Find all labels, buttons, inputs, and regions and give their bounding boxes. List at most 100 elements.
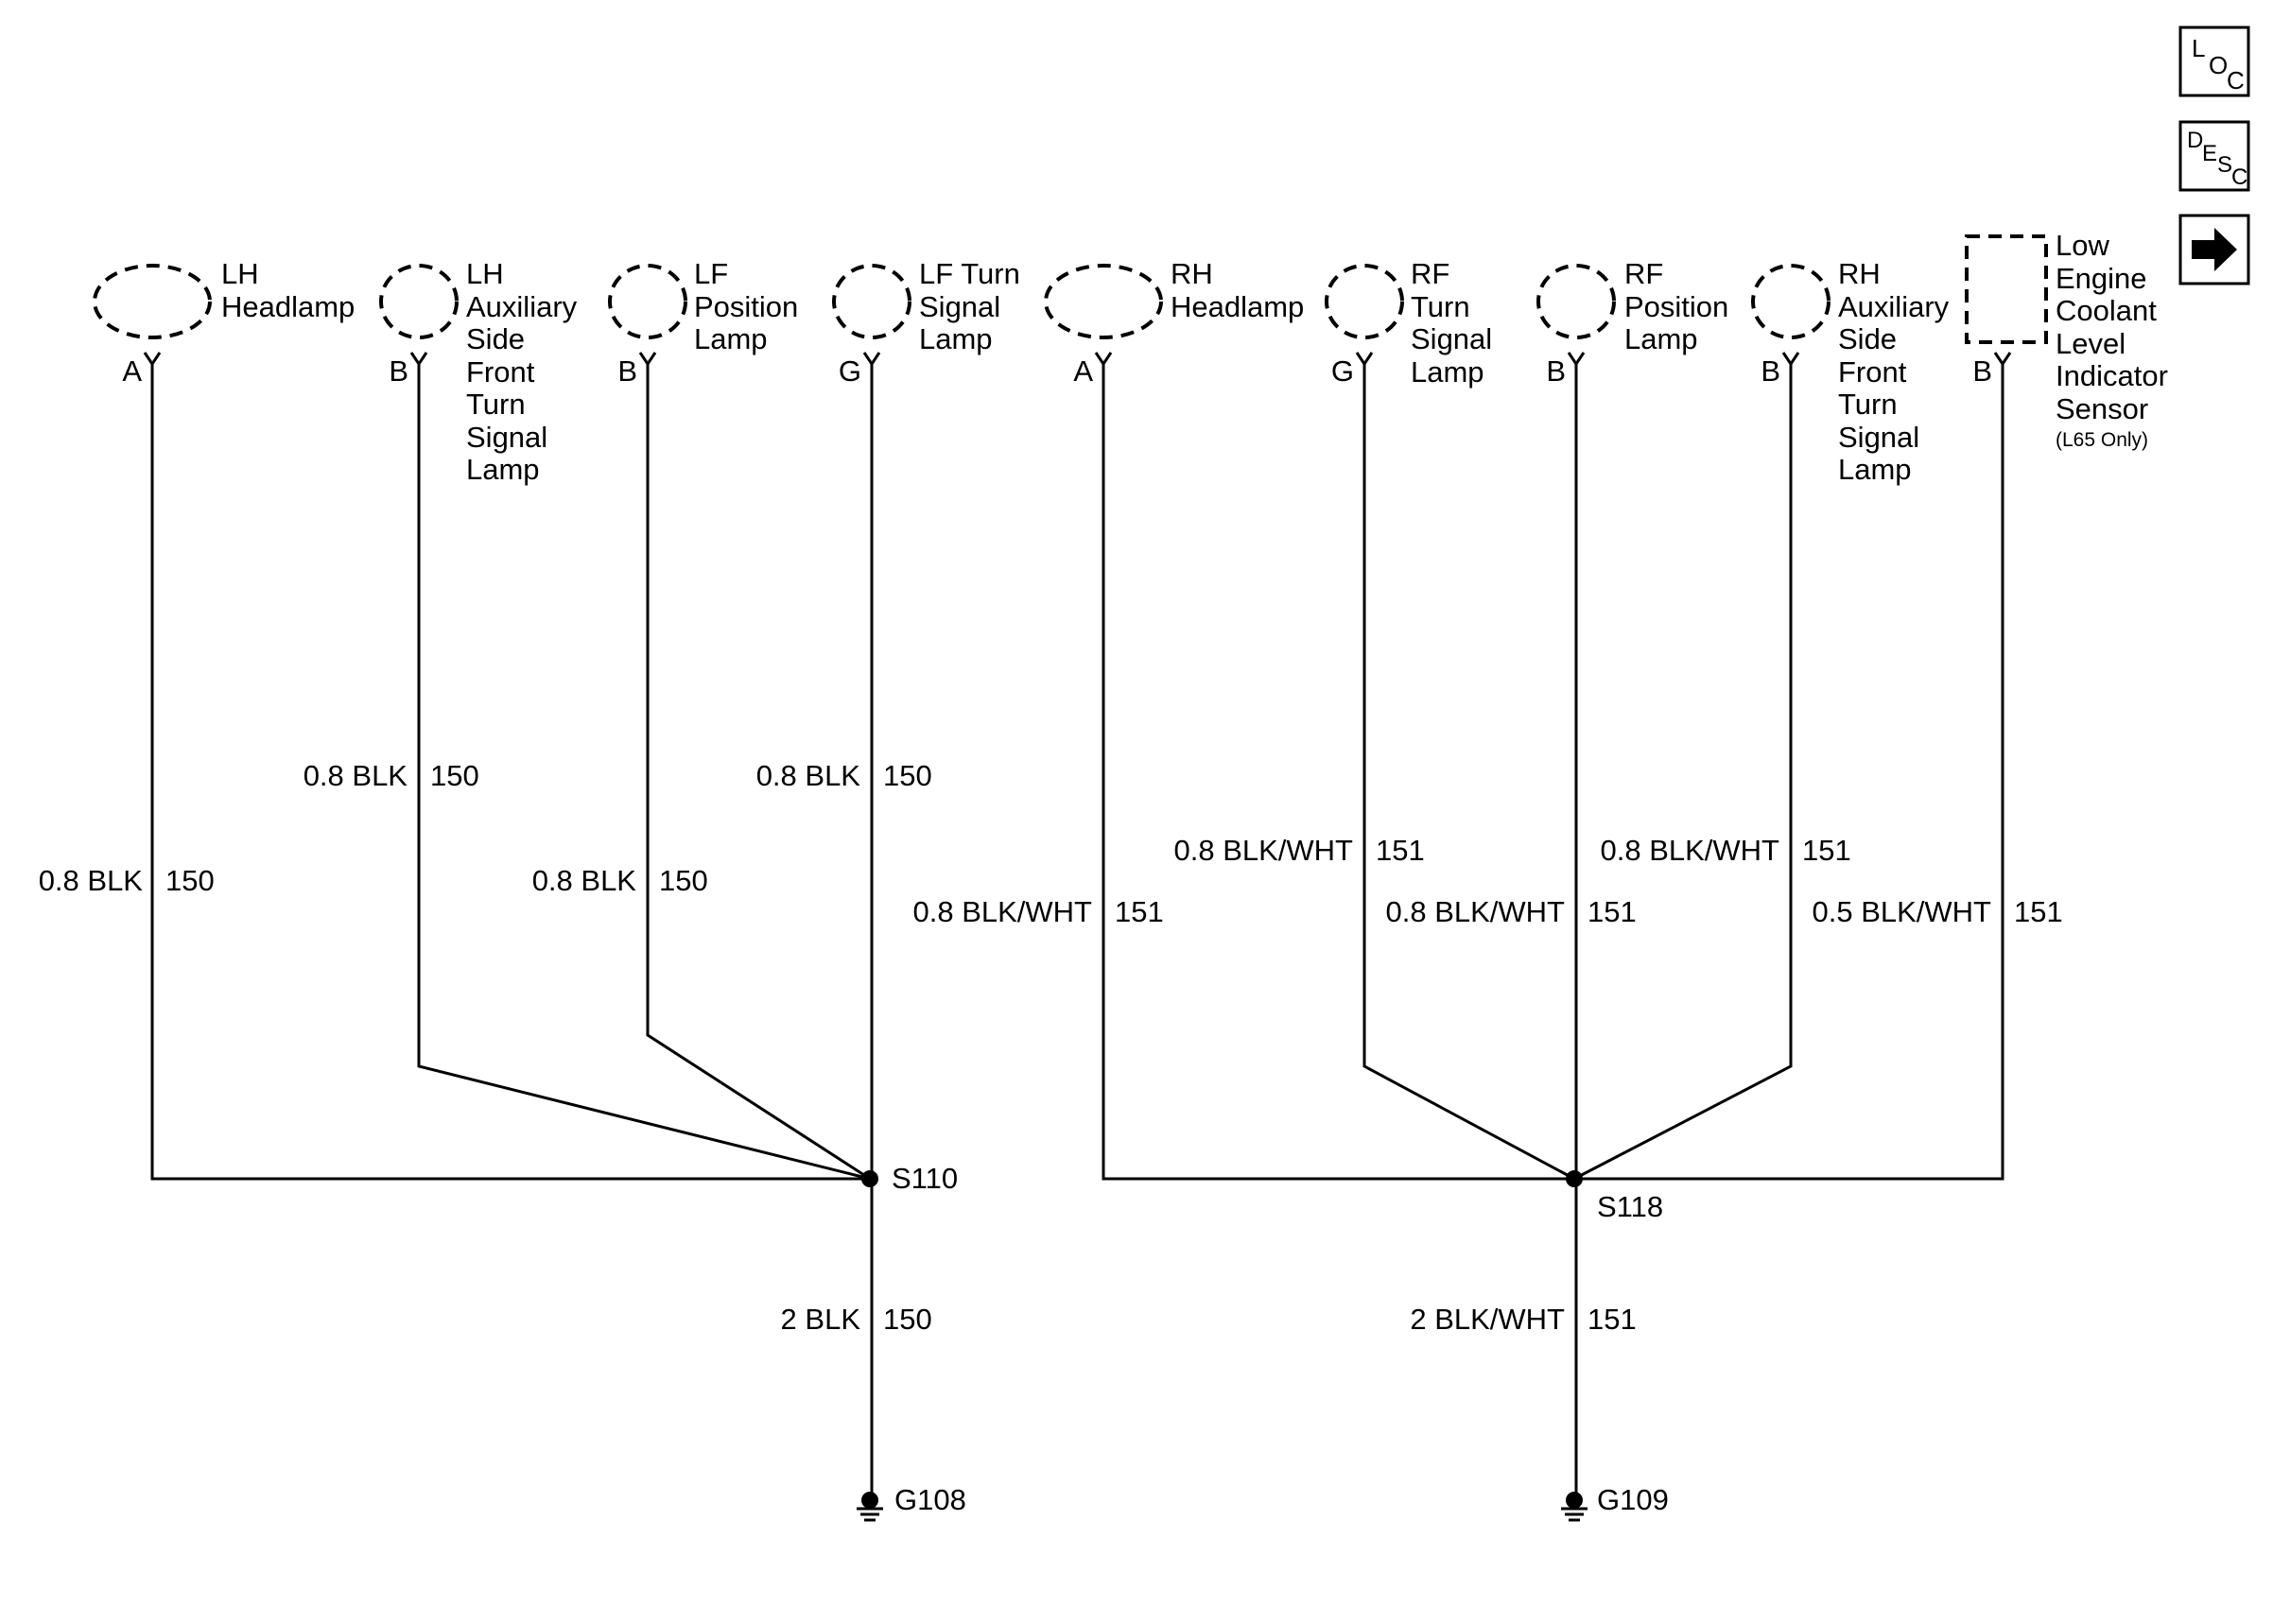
svg-text:Turn: Turn — [1411, 290, 1470, 323]
svg-text:Level: Level — [2056, 327, 2126, 360]
svg-text:Engine: Engine — [2056, 262, 2147, 295]
svg-text:2 BLK: 2 BLK — [781, 1303, 861, 1336]
svg-text:Auxiliary: Auxiliary — [466, 290, 578, 323]
lh-headlamp-label: LH Headlamp — [221, 257, 355, 323]
pin-label: A — [122, 354, 142, 388]
svg-text:0.8 BLK: 0.8 BLK — [756, 759, 861, 792]
rf-turn-lamp-label: RF Turn Signal Lamp — [1411, 257, 1492, 389]
pin-label: G — [1331, 354, 1354, 388]
svg-text:LF Turn: LF Turn — [919, 257, 1020, 290]
svg-text:Side: Side — [1838, 322, 1897, 355]
svg-text:151: 151 — [2014, 895, 2063, 928]
loc-letter-c: C — [2227, 66, 2245, 95]
rf-position-lamp-label: RF Position Lamp — [1624, 257, 1728, 355]
wire-label-rh-aux-lamp: 0.8 BLK/WHT 151 — [1601, 834, 1851, 867]
svg-text:Front: Front — [1838, 355, 1907, 389]
svg-text:Lamp: Lamp — [1624, 322, 1698, 355]
svg-text:LH: LH — [221, 257, 259, 290]
pin-label: G — [839, 354, 861, 388]
rh-aux-lamp-label: RH Auxiliary Side Front Turn Signal Lamp — [1838, 257, 1950, 486]
lf-turn-lamp-label: LF Turn Signal Lamp — [919, 257, 1020, 355]
svg-text:RF: RF — [1411, 257, 1449, 290]
ground-g109-label: G109 — [1597, 1483, 1669, 1516]
splice-s110-label: S110 — [892, 1162, 958, 1195]
ground-wire-label-150: 2 BLK 150 — [781, 1303, 932, 1336]
svg-text:0.8 BLK/WHT: 0.8 BLK/WHT — [1601, 834, 1780, 867]
rh-headlamp-label: RH Headlamp — [1171, 257, 1304, 323]
svg-text:Auxiliary: Auxiliary — [1838, 290, 1950, 323]
svg-text:Turn: Turn — [466, 388, 526, 421]
svg-text:LH: LH — [466, 257, 504, 290]
wire-label-rf-turn-lamp: 0.8 BLK/WHT 151 — [1174, 834, 1425, 867]
svg-text:150: 150 — [883, 759, 932, 792]
svg-text:Position: Position — [694, 290, 798, 323]
pin-label: A — [1073, 354, 1093, 388]
rf-turn-lamp-outline — [1325, 264, 1404, 339]
wire-label-coolant-sensor: 0.5 BLK/WHT 151 — [1813, 895, 2063, 928]
splice-s118-label: S118 — [1597, 1190, 1663, 1223]
svg-text:Turn: Turn — [1838, 388, 1898, 421]
svg-text:151: 151 — [1376, 834, 1425, 867]
pin-label: B — [1546, 354, 1566, 388]
svg-text:Signal: Signal — [1838, 421, 1919, 454]
pin-label: B — [617, 354, 637, 388]
svg-text:LF: LF — [694, 257, 728, 290]
desc-letter-d: D — [2187, 128, 2203, 153]
svg-text:0.5 BLK/WHT: 0.5 BLK/WHT — [1813, 895, 1992, 928]
rh-headlamp-outline — [1044, 264, 1163, 339]
lf-position-lamp-label: LF Position Lamp — [694, 257, 798, 355]
svg-text:151: 151 — [1802, 834, 1851, 867]
svg-text:Headlamp: Headlamp — [221, 290, 355, 323]
svg-text:0.8 BLK: 0.8 BLK — [532, 864, 637, 897]
svg-text:Sensor: Sensor — [2056, 392, 2148, 425]
svg-text:Indicator: Indicator — [2056, 359, 2168, 392]
pin-label: B — [1972, 354, 1992, 388]
svg-text:Lamp: Lamp — [466, 453, 540, 486]
svg-text:Low: Low — [2056, 229, 2109, 262]
svg-text:Lamp: Lamp — [919, 322, 993, 355]
svg-text:Coolant: Coolant — [2056, 294, 2157, 327]
wire-label-lf-position-lamp: 0.8 BLK 150 — [532, 864, 708, 897]
desc-letter-c: C — [2231, 164, 2247, 190]
svg-text:150: 150 — [430, 759, 479, 792]
svg-text:Front: Front — [466, 355, 535, 389]
svg-text:0.8 BLK: 0.8 BLK — [39, 864, 144, 897]
svg-text:Signal: Signal — [466, 421, 547, 454]
lh-headlamp-outline — [93, 264, 212, 339]
svg-text:RH: RH — [1838, 257, 1881, 290]
svg-text:150: 150 — [883, 1303, 932, 1336]
lf-turn-lamp-outline — [832, 264, 911, 339]
ground-icon — [857, 1492, 883, 1522]
splice-s118-dot — [1566, 1170, 1583, 1187]
loc-letter-o: O — [2209, 51, 2228, 79]
svg-text:Signal: Signal — [1411, 322, 1492, 355]
svg-text:150: 150 — [659, 864, 708, 897]
wire-label-lh-aux-lamp: 0.8 BLK 150 — [304, 759, 479, 792]
circuit-150-wires — [150, 364, 874, 1501]
pin-label: B — [1761, 354, 1780, 388]
desc-letter-s: S — [2217, 152, 2232, 178]
desc-button[interactable]: D E S C — [2178, 120, 2250, 192]
wire-label-rf-position-lamp: 0.8 BLK/WHT 151 — [1386, 895, 1637, 928]
svg-text:Lamp: Lamp — [1411, 355, 1484, 389]
lh-aux-lamp-outline — [379, 264, 459, 339]
next-page-button[interactable] — [2178, 214, 2250, 285]
svg-text:0.8 BLK/WHT: 0.8 BLK/WHT — [913, 895, 1093, 928]
lh-aux-lamp-label: LH Auxiliary Side Front Turn Signal Lamp — [466, 257, 578, 486]
svg-text:151: 151 — [1588, 1303, 1637, 1336]
svg-text:151: 151 — [1588, 895, 1637, 928]
loc-button[interactable]: L O C — [2178, 26, 2250, 97]
wire-label-lh-headlamp: 0.8 BLK 150 — [39, 864, 215, 897]
ground-icon — [1561, 1492, 1588, 1522]
svg-text:Lamp: Lamp — [694, 322, 768, 355]
svg-text:0.8 BLK/WHT: 0.8 BLK/WHT — [1386, 895, 1566, 928]
svg-text:Signal: Signal — [919, 290, 1000, 323]
svg-text:Position: Position — [1624, 290, 1728, 323]
loc-letter-l: L — [2192, 34, 2205, 62]
svg-text:0.8 BLK/WHT: 0.8 BLK/WHT — [1174, 834, 1354, 867]
svg-text:Lamp: Lamp — [1838, 453, 1912, 486]
coolant-sensor-outline — [1965, 234, 2048, 344]
rf-position-lamp-outline — [1536, 264, 1616, 339]
ground-wire-label-151: 2 BLK/WHT 151 — [1410, 1303, 1636, 1336]
desc-letter-e: E — [2202, 141, 2217, 166]
